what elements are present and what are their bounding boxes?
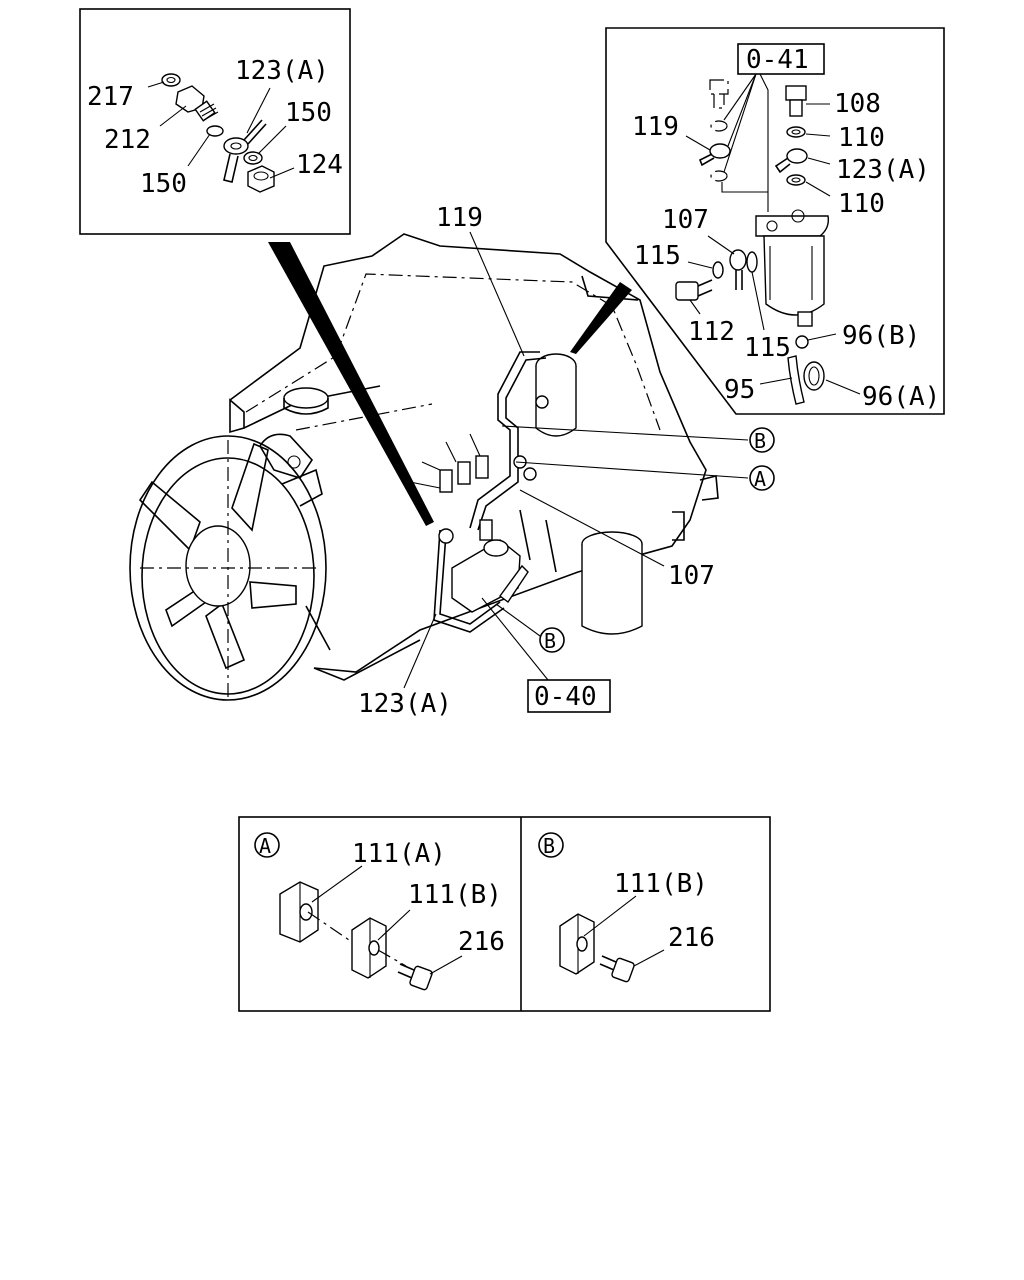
injection-pump [451,519,529,613]
label-0-40: 0-40 [534,682,597,712]
fan-flywheel [129,435,327,701]
label-216-b: 216 [668,923,715,953]
bolt-112 [675,279,713,301]
label-115-bottom: 115 [744,333,791,363]
fuel-filter-body [755,209,830,327]
label-107-inset: 107 [662,205,709,235]
oil-filter [581,531,643,635]
label-124: 124 [296,150,343,180]
detail-clamps: A 111( [238,816,771,1012]
label-110-lower: 110 [838,189,885,219]
svg-text:B: B [543,834,555,858]
mounted-fuel-filter [535,353,577,437]
marker-b-lower: B [539,627,565,653]
label-95: 95 [724,375,755,405]
clamp-111b-a [351,917,387,979]
svg-text:B: B [544,629,556,653]
eye-fitting-inset [774,148,808,174]
clamp-111a [279,881,319,943]
label-111b-b: 111(B) [614,869,708,899]
label-111a: 111(A) [352,839,446,869]
pointer-wedge-right [570,282,632,354]
label-123a-inset: 123(A) [836,155,930,185]
bolt-216-a [397,963,433,991]
svg-text:A: A [754,467,766,491]
fitting-119-inset [698,143,731,167]
label-0-41: 0-41 [746,45,809,75]
svg-text:B: B [754,429,766,453]
label-107-main: 107 [668,561,715,591]
label-96b: 96(B) [842,321,920,351]
svg-text:A: A [259,834,271,858]
label-119-main: 119 [436,203,483,233]
label-216-a: 216 [458,927,505,957]
inset-fuel-filter: 0-41 108 110 110 123(A) [605,27,945,415]
label-212: 212 [104,125,151,155]
label-110-upper: 110 [838,123,885,153]
label-96a: 96(A) [862,382,940,412]
detail-panel-a: A 111( [254,832,505,991]
marker-b-upper: B [749,427,775,453]
label-115-left: 115 [634,241,681,271]
detail-panel-b: B 111(B) 216 [538,832,715,983]
label-111b-a: 111(B) [408,880,502,910]
nut-124 [247,165,275,193]
sensor-212 [175,85,219,122]
marker-a-main: A [749,465,775,491]
bolt-108 [785,85,807,117]
label-217: 217 [87,82,134,112]
label-150-right: 150 [285,98,332,128]
engine-main-view: 119 107 0-40 123(A) B A B [129,203,775,719]
oil-filler-cap [283,387,329,415]
label-119-inset: 119 [632,112,679,142]
bolt-ghost [709,79,729,109]
label-123a-top: 123(A) [235,56,329,86]
eye-fitting-123a [223,119,267,183]
label-112: 112 [688,317,735,347]
label-108: 108 [834,89,881,119]
clamp-111b-b [559,913,595,975]
pointer-wedge-left [268,242,434,526]
inset-sensor-assembly: 217 212 123(A) 150 150 124 [79,8,351,235]
bolt-216-b [599,955,635,983]
label-123a-main: 123(A) [358,689,452,719]
label-150-left: 150 [140,169,187,199]
